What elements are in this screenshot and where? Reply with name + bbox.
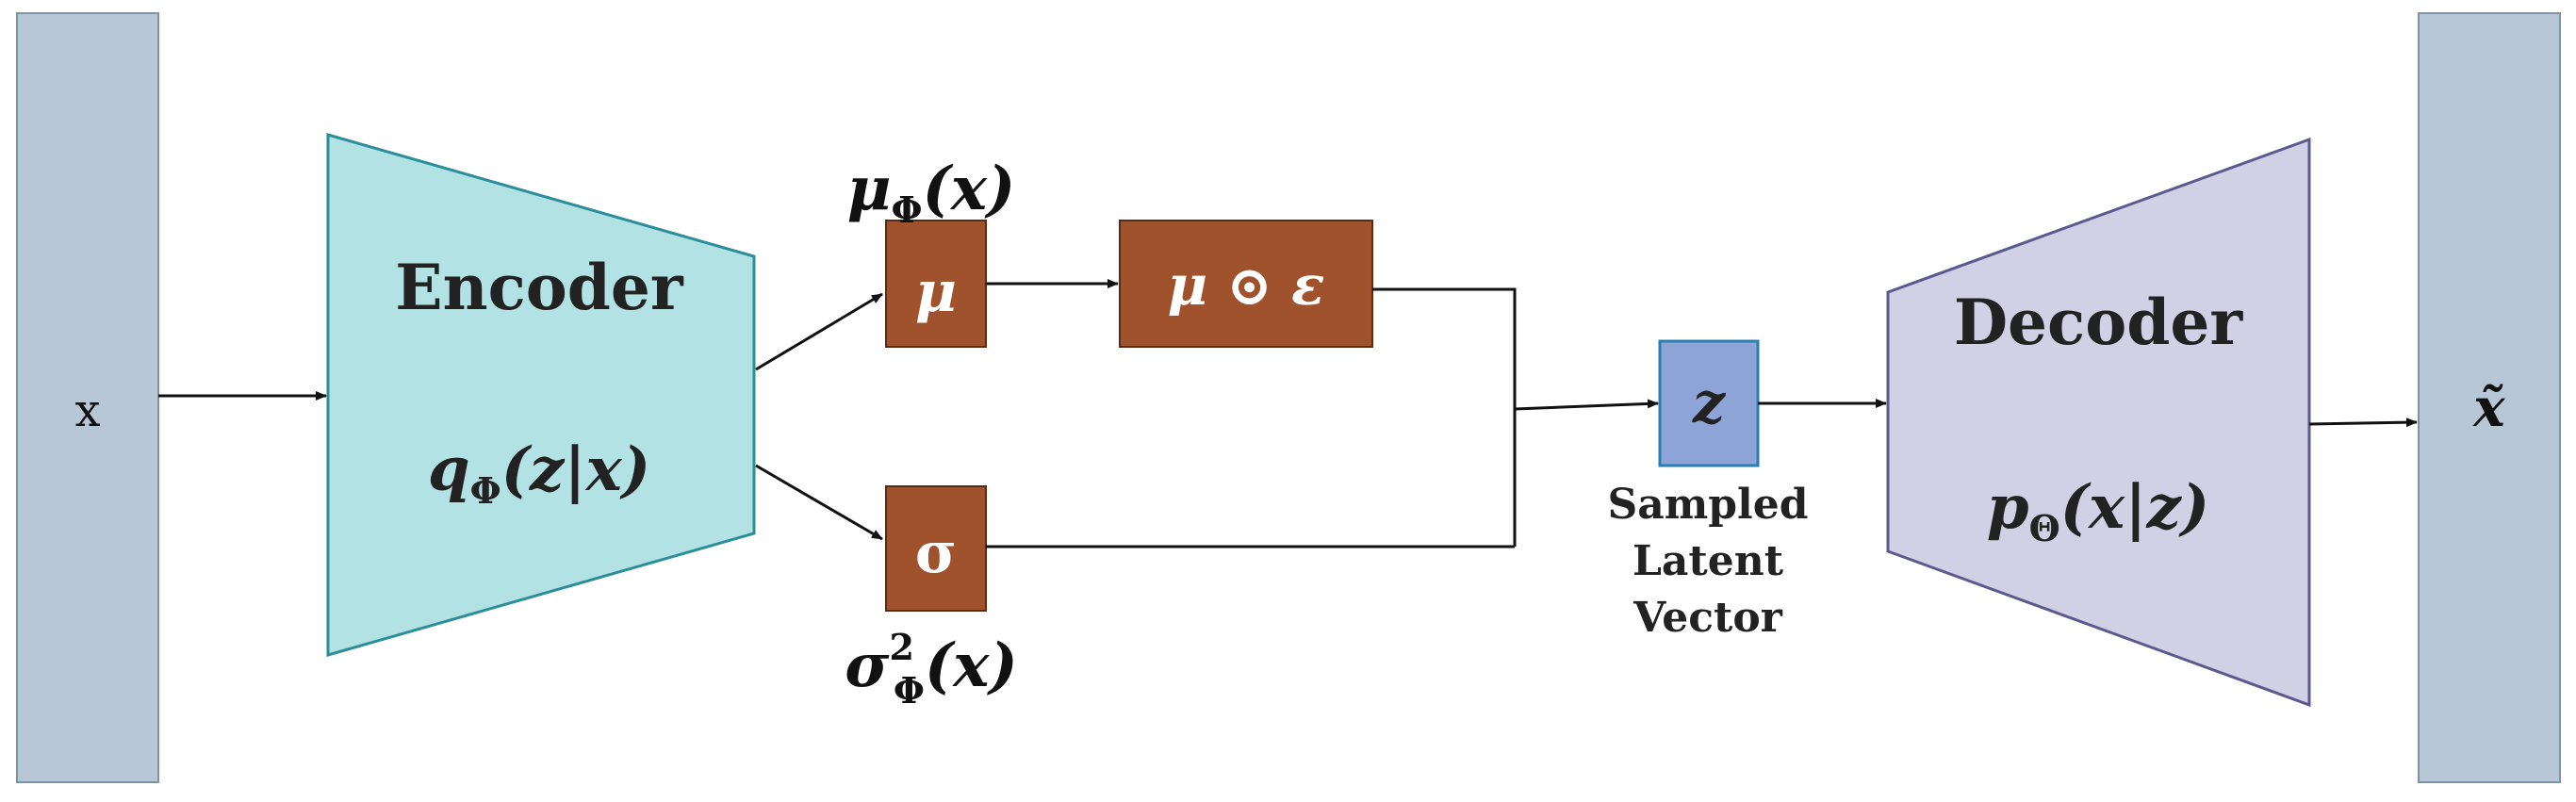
output-bar	[2418, 12, 2561, 783]
line-product-to-junction	[1372, 287, 1517, 547]
arrow-decoder-to-output	[2308, 417, 2418, 428]
encoder-formula: qΦ(z|x)	[428, 434, 650, 512]
encoder-block	[326, 133, 756, 657]
input-label: x	[74, 385, 100, 437]
latent-caption-line1: Sampled	[1607, 481, 1808, 529]
sigma-box	[885, 485, 987, 612]
mu-caption: μΦ(x)	[847, 154, 1016, 231]
mu-box	[885, 220, 987, 348]
arrow-junction-to-latent	[1514, 399, 1659, 411]
decoder-block	[1886, 137, 2311, 708]
decoder-formula: pΘ(x|z)	[1987, 472, 2209, 549]
input-bar	[16, 12, 159, 783]
output-label: x̃	[2472, 377, 2505, 439]
decoder-title: Decoder	[1954, 286, 2244, 359]
latent-caption-line2: Latent	[1633, 537, 1784, 585]
sigma-symbol: σ	[915, 520, 957, 586]
product-label: μ ⊙ ε	[1168, 254, 1325, 318]
latent-box	[1658, 339, 1760, 467]
encoder-title: Encoder	[395, 251, 684, 324]
arrow-encoder-to-mu	[755, 292, 883, 371]
product-box	[1119, 220, 1373, 348]
mu-symbol: μ	[915, 259, 957, 325]
latent-caption-line3: Vector	[1633, 594, 1783, 642]
latent-symbol: z	[1692, 370, 1727, 436]
arrow-encoder-to-sigma	[755, 464, 883, 541]
